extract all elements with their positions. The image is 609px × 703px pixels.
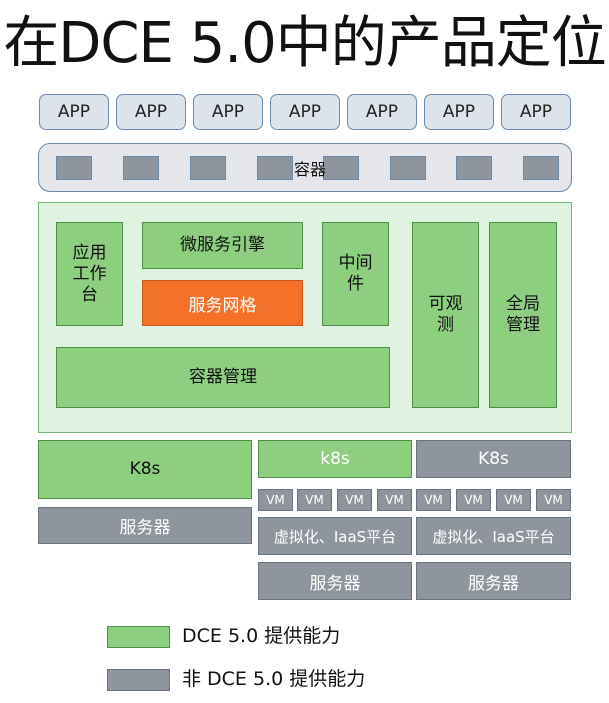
global-management-box: 全局 管理: [489, 222, 557, 408]
k8s-box-left: K8s: [38, 440, 252, 499]
microservice-engine-box: 微服务引擎: [142, 222, 303, 269]
app-box-1: APP: [39, 94, 109, 130]
app-box-3: APP: [193, 94, 263, 130]
app-box-7: APP: [501, 94, 571, 130]
app-box-2: APP: [116, 94, 186, 130]
app-box-4: APP: [270, 94, 340, 130]
container-unit: [190, 156, 226, 180]
k8s-box-middle: k8s: [258, 440, 412, 478]
container-unit: [323, 156, 359, 180]
vm-box: VM: [536, 489, 571, 511]
page-title: 在DCE 5.0中的产品定位: [3, 11, 606, 76]
vm-box: VM: [297, 489, 332, 511]
vm-box: VM: [337, 489, 372, 511]
server-box-middle: 服务器: [258, 562, 412, 600]
legend-label-non-dce: 非 DCE 5.0 提供能力: [182, 668, 366, 690]
container-management-box: 容器管理: [56, 347, 390, 408]
vm-box: VM: [258, 489, 293, 511]
legend-swatch-non-dce: [107, 669, 170, 691]
vm-box: VM: [416, 489, 451, 511]
service-mesh-box: 服务网格: [142, 280, 303, 326]
legend-label-dce: DCE 5.0 提供能力: [182, 625, 341, 647]
k8s-box-right: K8s: [416, 440, 571, 478]
container-unit: [390, 156, 426, 180]
observability-box: 可观 测: [412, 222, 479, 408]
server-box-right: 服务器: [416, 562, 571, 600]
app-workbench-box: 应用 工作 台: [56, 222, 123, 326]
vm-box: VM: [456, 489, 491, 511]
container-unit: [456, 156, 492, 180]
app-box-5: APP: [347, 94, 417, 130]
container-label: 容器: [293, 160, 326, 179]
iaas-box-right: 虚拟化、IaaS平台: [416, 517, 571, 555]
vm-box: VM: [496, 489, 531, 511]
container-unit: [56, 156, 92, 180]
middleware-box: 中间 件: [322, 222, 389, 326]
app-box-6: APP: [424, 94, 494, 130]
container-unit: [257, 156, 293, 180]
vm-box: VM: [377, 489, 412, 511]
legend-swatch-dce: [107, 626, 170, 648]
server-box-left: 服务器: [38, 507, 252, 544]
iaas-box-middle: 虚拟化、IaaS平台: [258, 517, 412, 555]
container-unit: [123, 156, 159, 180]
container-unit: [523, 156, 559, 180]
